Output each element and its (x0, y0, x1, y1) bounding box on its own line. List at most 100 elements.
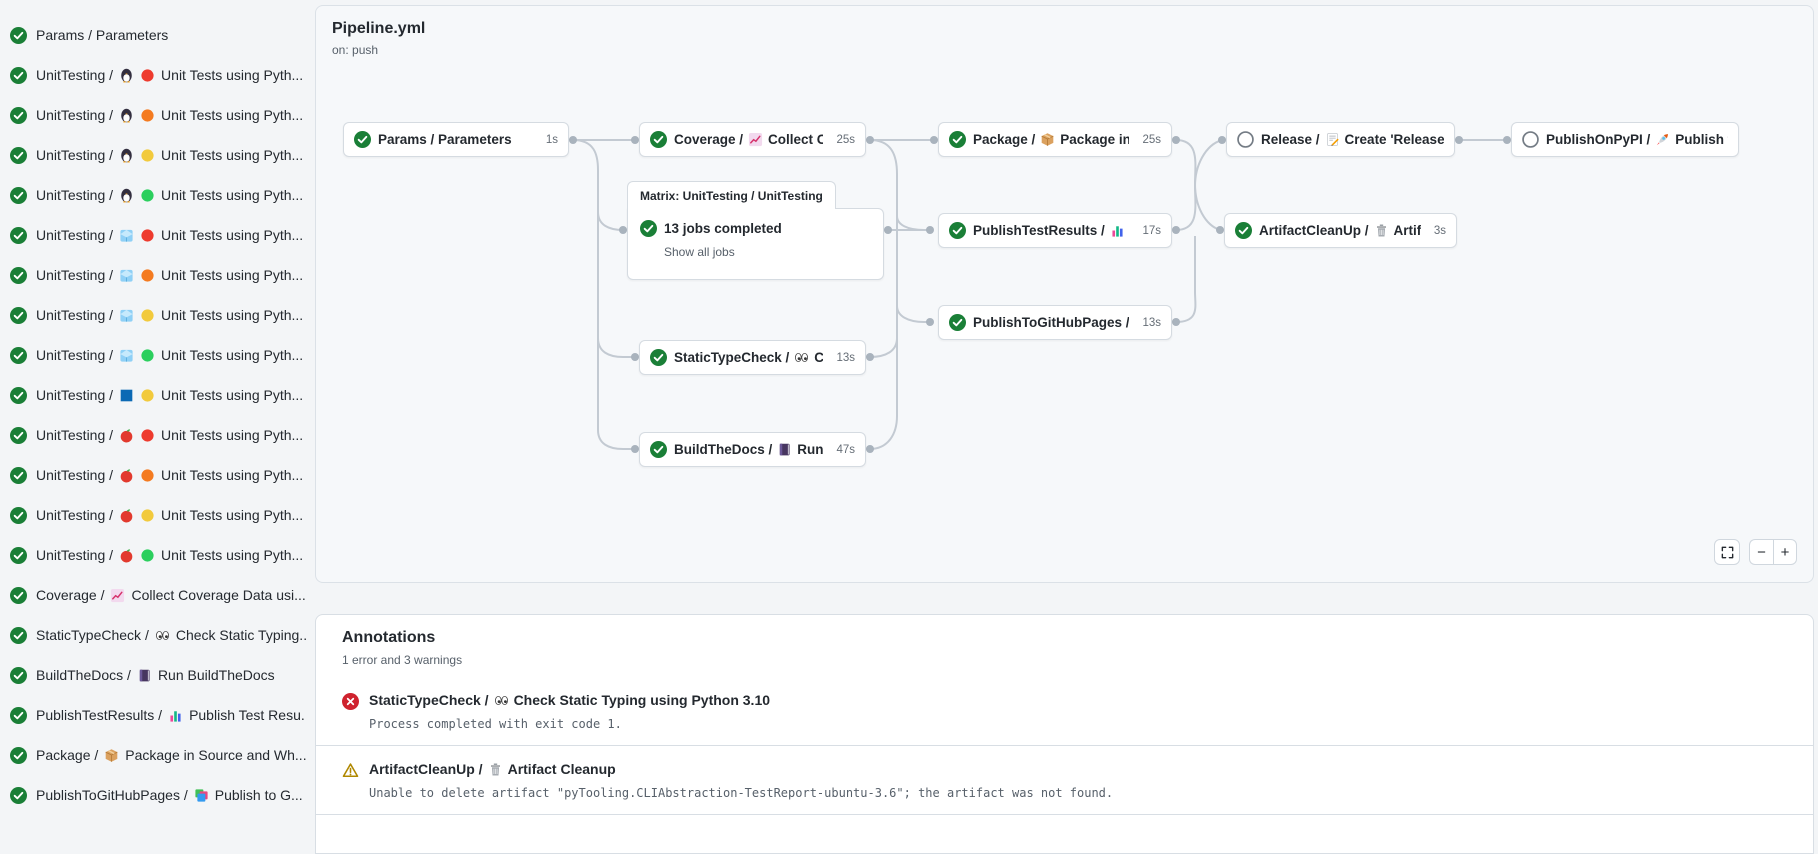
success-icon (650, 349, 667, 366)
annotation-error: StaticTypeCheck / Check Static Typing us… (316, 677, 1813, 746)
job-duration: 3s (1433, 224, 1446, 237)
graph-node-release[interactable]: Release /Create 'Release P... (1226, 122, 1455, 157)
sidebar-job-statictypecheck[interactable]: StaticTypeCheck /Check Static Typing... (10, 615, 306, 655)
sidebar-job-unittesting[interactable]: UnitTesting /Unit Tests using Pyth... (10, 135, 306, 175)
apple-icon (119, 508, 134, 523)
sidebar-job-buildthedocs[interactable]: BuildTheDocs /Run BuildTheDocs (10, 655, 306, 695)
success-icon (10, 587, 27, 604)
sidebar-job-unittesting[interactable]: UnitTesting /Unit Tests using Pyth... (10, 375, 306, 415)
annotations-panel: Annotations 1 error and 3 warnings Stati… (315, 614, 1814, 854)
annotation-error-title[interactable]: StaticTypeCheck / Check Static Typing us… (369, 692, 771, 708)
success-icon (10, 547, 27, 564)
success-icon (10, 267, 27, 284)
sidebar-job-unittesting[interactable]: UnitTesting /Unit Tests using Pyth... (10, 495, 306, 535)
graph-node-publishonpypi[interactable]: PublishOnPyPI /Publish to ... (1511, 122, 1739, 157)
bar-chart-icon (168, 708, 183, 723)
success-icon (10, 467, 27, 484)
sidebar-job-unittesting[interactable]: UnitTesting /Unit Tests using Pyth... (10, 175, 306, 215)
layered-pages-icon (194, 788, 209, 803)
sidebar-job-coverage[interactable]: Coverage /Collect Coverage Data usi... (10, 575, 306, 615)
linux-penguin-icon (119, 108, 134, 123)
apple-icon (119, 548, 134, 563)
success-icon (10, 427, 27, 444)
notebook-icon (137, 668, 152, 683)
success-icon (10, 627, 27, 644)
python-version-green-icon (140, 188, 155, 203)
sidebar-job-unittesting[interactable]: UnitTesting /Unit Tests using Pyth... (10, 455, 306, 495)
sidebar-job-unittesting[interactable]: UnitTesting /Unit Tests using Pyth... (10, 255, 306, 295)
ice-cube-icon (119, 348, 134, 363)
sidebar-job-unittesting[interactable]: UnitTesting /Unit Tests using Pyth... (10, 295, 306, 335)
linux-penguin-icon (119, 148, 134, 163)
python-version-yellow-icon (140, 308, 155, 323)
fullscreen-icon (1720, 545, 1735, 560)
memo-pencil-icon (1325, 132, 1340, 147)
annotation-error-message: Process completed with exit code 1. (369, 717, 622, 731)
graph-node-coverage[interactable]: Coverage /Collect Cove... 25s (639, 122, 866, 157)
matrix-summary: 13 jobs completed (664, 221, 782, 236)
ice-cube-icon (119, 308, 134, 323)
annotation-warning: ArtifactCleanUp / Artifact Cleanup Unabl… (316, 746, 1813, 815)
success-icon (1235, 222, 1252, 239)
sidebar-job-unittesting[interactable]: UnitTesting /Unit Tests using Pyth... (10, 95, 306, 135)
graph-node-statictypecheck[interactable]: StaticTypeCheck /Chec... 13s (639, 340, 866, 375)
graph-node-params[interactable]: Params / Parameters 1s (343, 122, 569, 157)
success-icon (10, 787, 27, 804)
skipped-icon (1237, 131, 1254, 148)
wastebasket-icon (488, 762, 503, 777)
success-icon (10, 507, 27, 524)
package-icon (1040, 132, 1055, 147)
success-icon (640, 220, 657, 237)
annotation-warning-title[interactable]: ArtifactCleanUp / Artifact Cleanup (369, 761, 616, 777)
sidebar-job-unittesting[interactable]: UnitTesting /Unit Tests using Pyth... (10, 335, 306, 375)
success-icon (354, 131, 371, 148)
python-version-red-icon (140, 228, 155, 243)
success-icon (10, 347, 27, 364)
pipeline-edges (569, 136, 1511, 453)
python-version-yellow-icon (140, 388, 155, 403)
graph-node-publishtogithubpages[interactable]: PublishToGitHubPages /... 13s (938, 305, 1172, 340)
sidebar-job-package[interactable]: Package /Package in Source and Wh... (10, 735, 306, 775)
annotations-title: Annotations (342, 629, 436, 646)
matrix-group: 13 jobs completed Show all jobs (627, 208, 884, 280)
python-version-red-icon (140, 68, 155, 83)
sidebar-job-unittesting[interactable]: UnitTesting /Unit Tests using Pyth... (10, 535, 306, 575)
apple-icon (119, 468, 134, 483)
graph-node-artifactcleanup[interactable]: ArtifactCleanUp /Artifac... 3s (1224, 213, 1457, 248)
success-icon (650, 131, 667, 148)
wastebasket-icon (1374, 223, 1389, 238)
sidebar-job-params[interactable]: Params / Parameters (10, 15, 306, 55)
graph-node-buildthedocs[interactable]: BuildTheDocs /Run Buil... 47s (639, 432, 866, 467)
linux-penguin-icon (119, 188, 134, 203)
sidebar-job-publishtestresults[interactable]: PublishTestResults /Publish Test Resu... (10, 695, 306, 735)
eyes-icon (494, 693, 509, 708)
success-icon (10, 107, 27, 124)
sidebar-job-publishtogithubpages[interactable]: PublishToGitHubPages /Publish to G... (10, 775, 306, 815)
annotations-summary: 1 error and 3 warnings (342, 653, 463, 667)
linux-penguin-icon (119, 68, 134, 83)
annotation-warning-message: Unable to delete artifact "pyTooling.CLI… (369, 786, 1114, 800)
windows-icon (119, 388, 134, 403)
fullscreen-button[interactable] (1714, 539, 1740, 565)
success-icon (10, 147, 27, 164)
graph-controls: − + (1714, 539, 1797, 565)
matrix-tab[interactable]: Matrix: UnitTesting / UnitTesting (627, 181, 836, 209)
python-version-orange-icon (140, 268, 155, 283)
workflow-graph-panel: Pipeline.yml on: push Params / Parameter… (315, 5, 1814, 583)
eyes-icon (155, 628, 170, 643)
sidebar-job-unittesting[interactable]: UnitTesting /Unit Tests using Pyth... (10, 55, 306, 95)
graph-node-publishtestresults[interactable]: PublishTestResults /Pu... 17s (938, 213, 1172, 248)
zoom-in-button[interactable]: + (1773, 539, 1797, 565)
python-version-red-icon (140, 428, 155, 443)
sidebar-job-unittesting[interactable]: UnitTesting /Unit Tests using Pyth... (10, 215, 306, 255)
success-icon (10, 227, 27, 244)
job-duration: 25s (1142, 133, 1161, 146)
zoom-out-button[interactable]: − (1749, 539, 1773, 565)
show-all-jobs-link[interactable]: Show all jobs (664, 245, 735, 259)
python-version-yellow-icon (140, 148, 155, 163)
sidebar-job-unittesting[interactable]: UnitTesting /Unit Tests using Pyth... (10, 415, 306, 455)
success-icon (650, 441, 667, 458)
success-icon (10, 307, 27, 324)
graph-node-package[interactable]: Package /Package in So... 25s (938, 122, 1172, 157)
workflow-header: Pipeline.yml on: push (332, 20, 425, 57)
